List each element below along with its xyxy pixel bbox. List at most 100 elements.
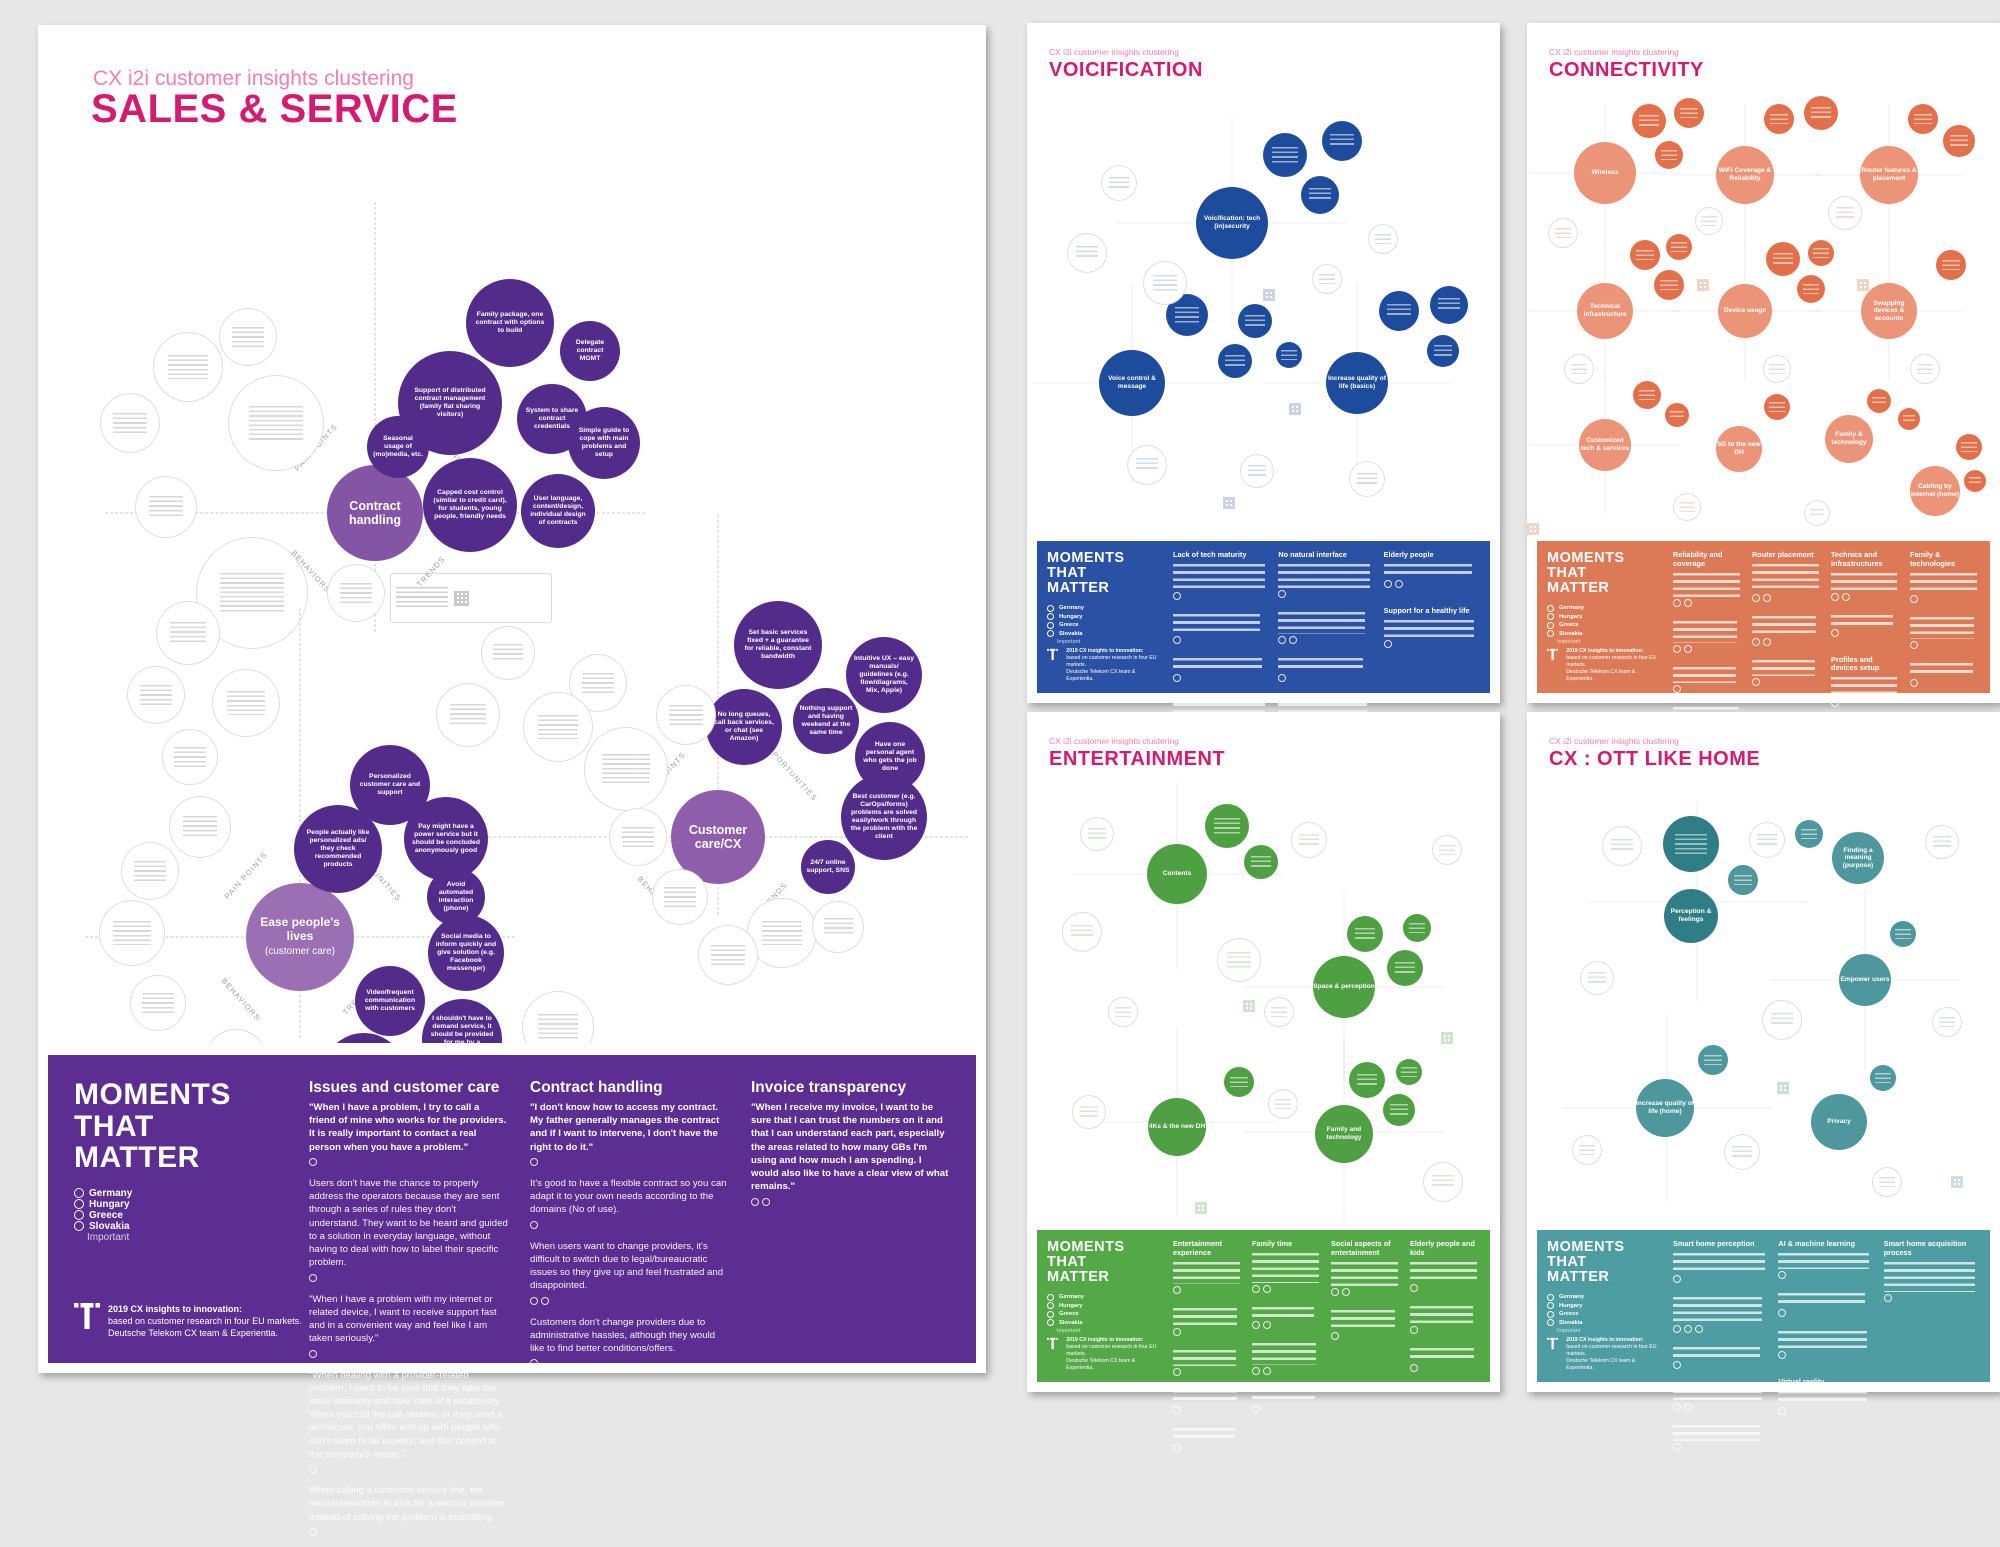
country-marker-icon (1383, 579, 1392, 588)
bubble-ghost (1580, 961, 1614, 995)
country-marker-icon (309, 1349, 317, 1358)
country-marker-icon (1383, 639, 1392, 648)
cluster-circle: Cabling by internet (home) (1910, 466, 1960, 516)
qr-code (1289, 403, 1301, 415)
bubble-ghost (1368, 224, 1398, 254)
cluster-circle: Contents (1147, 844, 1207, 904)
country-marker-icon (1673, 644, 1681, 653)
insight-bubble (1633, 381, 1661, 409)
country-marker-icon (1910, 594, 1918, 603)
cluster-circle: Privacy (1811, 1094, 1867, 1150)
bubble-ghost (1101, 165, 1137, 201)
bubble-ghost (1127, 445, 1167, 485)
footer-section: Elderly people Support for a healthy lif… (1383, 550, 1480, 743)
insight-bubble: Intuitive UX – easy manuals/ guidelines … (846, 637, 922, 713)
bubble-ghost (135, 476, 197, 538)
country-marker-icon (1410, 1325, 1418, 1334)
bubble-ghost (609, 808, 667, 866)
poster-eyebrow: CX i2i customer insights clustering (1049, 736, 1179, 746)
legend-dot-icon (74, 1221, 84, 1231)
cluster-circle: WiFi Coverage & Reliability (1716, 146, 1774, 204)
bubble-ghost (1724, 1134, 1760, 1170)
bubble-ghost (1080, 817, 1114, 851)
country-marker-icon (1778, 1350, 1787, 1359)
country-marker-icon (530, 1157, 538, 1166)
legend-dot-icon (1547, 1310, 1554, 1318)
cluster-circle: Increase quality of life (basics) (1326, 352, 1388, 414)
insight-bubble (1430, 286, 1468, 324)
country-marker-icon (1778, 1406, 1787, 1415)
insight-bubble: User language, content/design, individua… (521, 474, 595, 548)
footer-section: Router placement (1752, 550, 1822, 754)
insight-bubble (1943, 125, 1975, 157)
bubble-ghost (1762, 1000, 1802, 1040)
bubble-ghost (522, 991, 594, 1043)
insight-bubble: Best customer (e.g. CarOps/forms) proble… (841, 774, 927, 860)
insight-bubble: Support of distributed contract manageme… (398, 351, 502, 455)
country-marker-icon (309, 1465, 317, 1474)
insight-bubble: Delegate contract MGMT (560, 321, 620, 381)
bubble-ghost (1217, 938, 1261, 982)
bubble-ghost (1349, 461, 1385, 497)
insight-bubble (1322, 121, 1362, 161)
country-marker-icon (309, 1527, 317, 1536)
legend-dot-icon (1047, 1302, 1054, 1310)
insight-bubble (1655, 141, 1683, 169)
poster-eyebrow: CX i2i customer insights clustering (93, 67, 414, 90)
qr-code (1243, 1000, 1255, 1012)
country-marker-icon (1263, 1284, 1271, 1293)
note-box (390, 573, 552, 623)
insight-bubble: Seasonal usage of (mo)media, etc. (367, 416, 429, 478)
country-marker-icon (1883, 1293, 1892, 1302)
cluster-map: PAIN POINTS OPPORTUNITIES BEHAVIORS TREN… (38, 155, 986, 1043)
country-marker-icon (1410, 1363, 1418, 1372)
country-marker-icon (1289, 635, 1298, 644)
telekom-t-logo (1547, 648, 1559, 661)
cluster-circle: Space & perception (1313, 956, 1375, 1018)
bubble-ghost (1695, 207, 1723, 235)
bubble-ghost (162, 729, 218, 785)
footer-columns: Lack of tech maturity No natural interfa… (1173, 550, 1480, 732)
bubble-ghost (1925, 825, 1959, 859)
legend-dot-icon (1547, 613, 1554, 621)
qr-code (1223, 497, 1235, 509)
insight-bubble: Capped cost control (similar to credit c… (423, 458, 517, 552)
country-marker-icon (1831, 592, 1839, 601)
bubble-ghost (436, 683, 500, 747)
footer-section: Smart home perception (1673, 1239, 1769, 1462)
legend-dot-icon (74, 1199, 84, 1209)
insight-bubble (1263, 133, 1307, 177)
scanned-posters-canvas: { "shared": { "eyebrow": "CX i2i custome… (38, 23, 2000, 1536)
cluster-circle: Family & technology (1825, 415, 1873, 463)
country-marker-icon (530, 1296, 538, 1305)
bubble-ghost (1264, 997, 1294, 1027)
insight-bubble (1218, 344, 1252, 378)
axis-label-pain-points: PAIN POINTS (222, 850, 270, 901)
bubble-ghost (1240, 454, 1274, 488)
bubble-ghost (327, 564, 385, 622)
country-marker-icon (1684, 644, 1692, 653)
insight-bubble: Simple guide to cope with main problems … (568, 407, 640, 479)
poster-eyebrow: CX i2i customer insights clustering (1049, 47, 1179, 57)
country-marker-icon (1252, 1284, 1260, 1293)
insight-bubble (1654, 270, 1684, 300)
cluster-circle: Finding a meaning (purpose) (1832, 832, 1884, 884)
country-marker-icon (1173, 673, 1181, 682)
country-marker-icon (1684, 1324, 1692, 1333)
poster-eyebrow: CX i2i customer insights clustering (1549, 47, 1679, 57)
country-marker-icon (1331, 1331, 1339, 1340)
country-marker-icon (1752, 677, 1760, 686)
cluster-circle: 4Ks & the new DH (1148, 1098, 1206, 1156)
bubble-ghost (698, 925, 758, 985)
poster-voicification: CX i2i customer insights clustering VOIC… (1027, 23, 1500, 732)
legend-dot-icon (1547, 1302, 1554, 1310)
cluster-circle: Wireless (1574, 142, 1636, 204)
insight-bubble (1698, 1045, 1728, 1075)
footer-section: Technics and infrastructures Profiles an… (1831, 550, 1901, 754)
